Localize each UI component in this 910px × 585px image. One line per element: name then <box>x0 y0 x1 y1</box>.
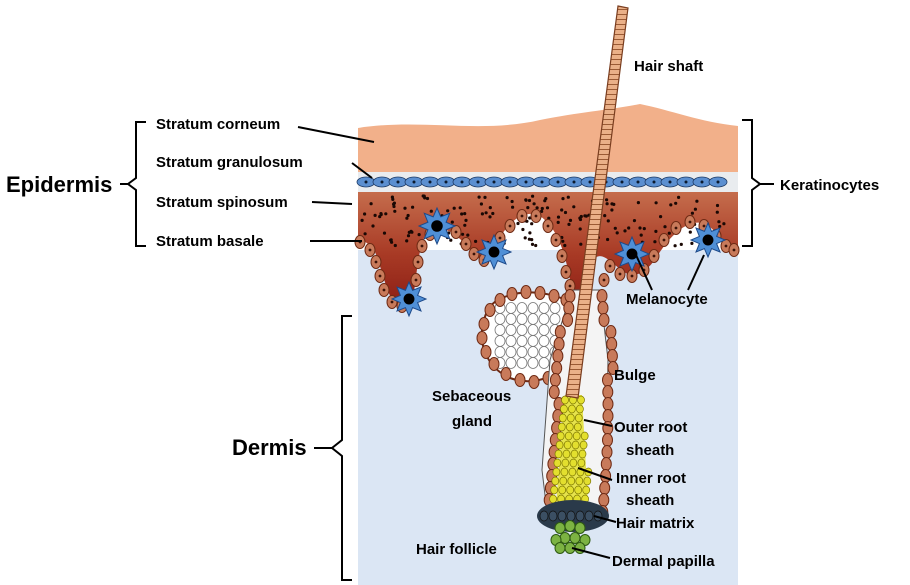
spinosum-leader <box>312 202 352 204</box>
keratinocytes-bracket <box>742 120 760 246</box>
label-keratinocytes: Keratinocytes <box>780 177 879 194</box>
stratum-corneum-layer <box>358 104 738 178</box>
label-dermis: Dermis <box>232 435 307 460</box>
label-inner-root-1: Inner root <box>616 470 686 487</box>
label-sebaceous-2: gland <box>452 413 492 430</box>
label-stratum-granulosum: Stratum granulosum <box>156 154 303 171</box>
label-sebaceous-1: Sebaceous <box>432 388 511 405</box>
label-hair-shaft: Hair shaft <box>634 58 703 75</box>
label-outer-root-2: sheath <box>626 442 674 459</box>
label-inner-root-2: sheath <box>626 492 674 509</box>
label-stratum-spinosum: Stratum spinosum <box>156 194 288 211</box>
dermal-papilla-cells <box>551 521 590 554</box>
label-epidermis: Epidermis <box>6 172 112 197</box>
label-melanocyte: Melanocyte <box>626 291 708 308</box>
epidermis-bracket <box>128 122 146 246</box>
label-hair-matrix: Hair matrix <box>616 515 695 532</box>
label-stratum-basale: Stratum basale <box>156 233 264 250</box>
label-outer-root-1: Outer root <box>614 419 687 436</box>
label-dermal-papilla: Dermal papilla <box>612 553 715 570</box>
label-bulge: Bulge <box>614 367 656 384</box>
granulosum-cells <box>357 177 727 187</box>
dermis-bracket <box>332 316 352 580</box>
label-stratum-corneum: Stratum corneum <box>156 116 280 133</box>
label-hair-follicle: Hair follicle <box>416 541 497 558</box>
